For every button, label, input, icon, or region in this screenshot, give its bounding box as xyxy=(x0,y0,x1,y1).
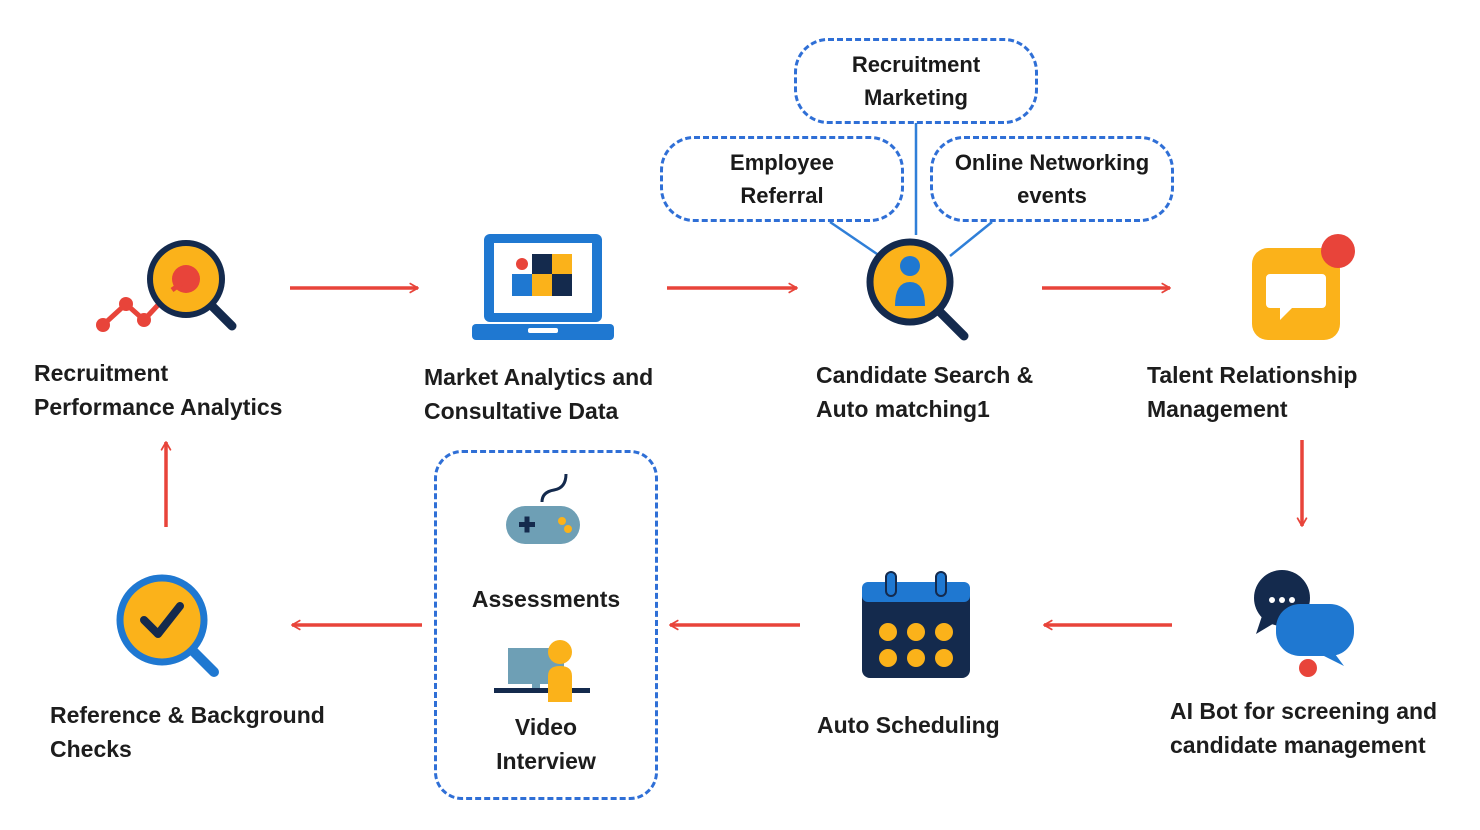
connector-referral xyxy=(829,220,881,258)
connector-networking xyxy=(949,221,993,257)
laptop-dashboard-icon xyxy=(472,234,614,340)
chat-bubbles-icon xyxy=(1254,570,1354,677)
gamepad-icon xyxy=(506,473,580,544)
video-interview-icon xyxy=(494,640,590,702)
reference-checks-label: Reference & Background Checks xyxy=(50,702,325,762)
market-analytics-label: Market Analytics and Consultative Data xyxy=(424,364,654,424)
recruitment-performance-analytics-label: Recruitment Performance Analytics xyxy=(34,360,283,420)
candidate-search-icon xyxy=(866,238,969,341)
employee-referral-box: Employee Referral xyxy=(660,136,904,222)
online-networking-box: Online Networking events xyxy=(930,136,1174,222)
analytics-search-icon xyxy=(96,240,237,332)
check-search-icon xyxy=(116,574,219,677)
ai-bot-label: AI Bot for screening and candidate manag… xyxy=(1170,698,1438,758)
calendar-icon xyxy=(862,571,970,678)
talent-relationship-label: Talent Relationship Management xyxy=(1147,362,1358,422)
candidate-search-label: Candidate Search & Auto matching1 xyxy=(816,362,1034,422)
chat-notification-icon xyxy=(1252,234,1355,340)
assessments-label: Assessments xyxy=(471,586,621,612)
interview-group-box xyxy=(434,450,658,800)
recruitment-marketing-box: Recruitment Marketing xyxy=(794,38,1038,124)
video-interview-label: Video Interview xyxy=(496,714,596,774)
auto-scheduling-label: Auto Scheduling xyxy=(817,712,1000,738)
